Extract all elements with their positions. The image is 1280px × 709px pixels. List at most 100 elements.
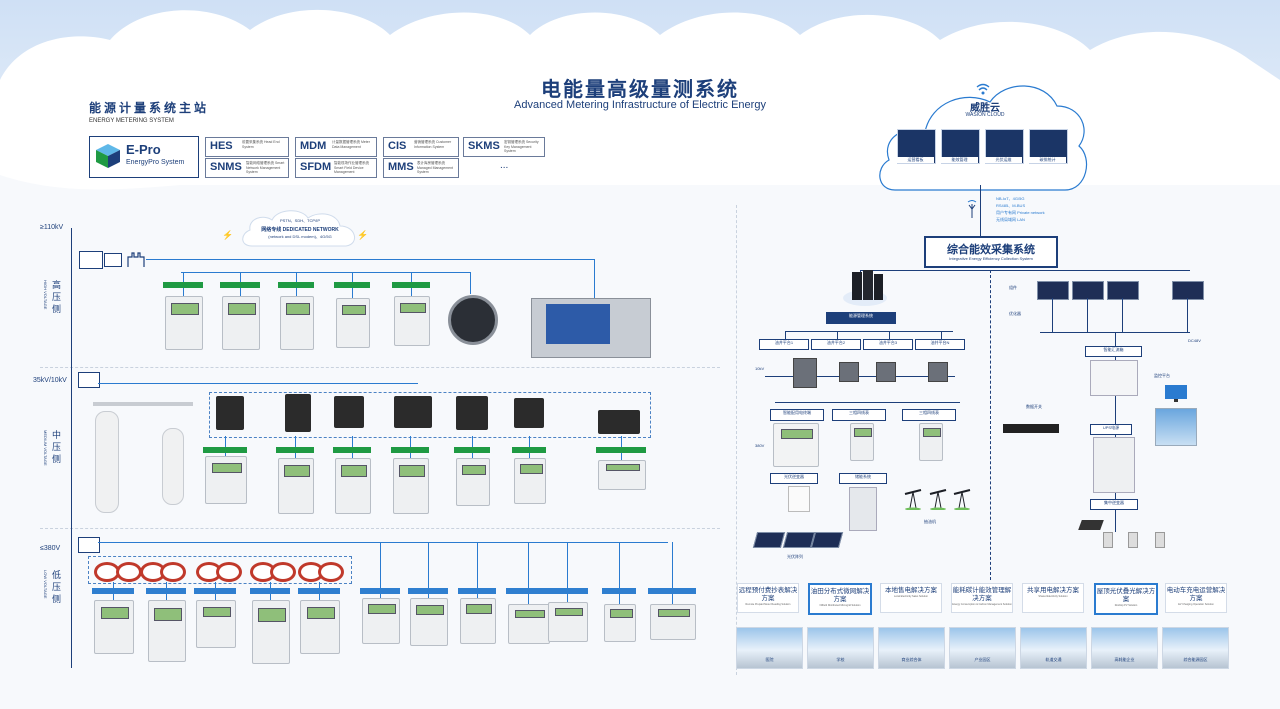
system-desc: 密钥管理系统 Security Key Management System [504, 140, 539, 153]
meter-tag [250, 588, 290, 594]
solar-panel [752, 532, 786, 548]
meter-box: 三相四线表 [902, 409, 956, 421]
network-cloud-shape [242, 210, 355, 247]
meter-screen [416, 604, 444, 615]
system-abbr: MDM [300, 140, 327, 152]
system-desc: 前置采集系统 Head End System [242, 140, 280, 149]
scene-label: 医院 [765, 657, 774, 662]
bus-line [1187, 298, 1188, 332]
scene-photo[interactable]: 轨道交通 [1020, 627, 1087, 669]
mv-meter [205, 456, 247, 504]
meter-tag [298, 588, 340, 594]
power-line-bar [93, 402, 193, 406]
system-cis: CIS 营销管理系统 Customer Information System [383, 137, 459, 157]
ct-icon [318, 562, 344, 582]
meter-tag [333, 447, 371, 453]
meter-tag [546, 588, 588, 594]
wasion-cloud-title: 威胜云 [970, 103, 1000, 114]
micro-inverter [1128, 532, 1138, 548]
system-desc: 智能网络管理系统 Smart Network Management System [246, 161, 285, 174]
scene-photo[interactable]: 学校 [807, 627, 874, 669]
mv-meter [598, 460, 646, 490]
platform-box: 油井平台N [915, 339, 965, 350]
ct-icon [116, 562, 142, 582]
scene-photo[interactable]: 综合能源园区 [1162, 627, 1229, 669]
section-label-low: 低压侧 [51, 570, 61, 606]
meter-tag [220, 282, 260, 288]
meter-tag [506, 588, 550, 594]
master-station-title: 能源计量系统主站 [89, 101, 210, 115]
solution-title: 屋顶光伏叠光解决方案 [1096, 588, 1156, 603]
meter-tag [163, 282, 203, 288]
lv-meter [548, 602, 588, 642]
ct-icon [216, 562, 242, 582]
section-label-medium: 中压侧 [51, 430, 61, 466]
solar-panel [1072, 281, 1104, 300]
solution-title: 油田分布式微网解决方案 [810, 588, 870, 603]
component-label: 组件 [1009, 285, 1017, 290]
platform-label: 油井平台2 [826, 340, 846, 345]
section-divider [40, 367, 720, 368]
bus-line [528, 542, 529, 604]
system-desc: 营销管理系统 Customer Information System [414, 140, 452, 149]
scene-photo[interactable]: 商业综合体 [878, 627, 945, 669]
solution-subtitle: Energy Consumption & Carbon Management S… [952, 603, 1012, 606]
meter-screen [258, 608, 286, 622]
meter-tag [454, 447, 490, 453]
meter-tag [408, 588, 448, 594]
ct-group [88, 556, 352, 584]
scene-photo[interactable]: 高耗能企业 [1091, 627, 1158, 669]
meter-tag [648, 588, 696, 594]
micro-inverter [1155, 532, 1165, 548]
voltage-level-high: ≥110kV [40, 224, 64, 231]
meter-tag [458, 588, 496, 594]
meter-screen [306, 607, 336, 619]
link-line [980, 185, 981, 237]
pole-mounted-meter [162, 428, 184, 505]
bus-line [225, 436, 226, 456]
pump-label: 抽油机 [924, 519, 936, 524]
transformer-icon [793, 358, 817, 388]
page-title: 电能量高级量测系统 [541, 79, 739, 101]
scene-photo[interactable]: 产业园区 [949, 627, 1016, 669]
transformer-icon [598, 410, 640, 434]
ups-box: UPS电源 [1090, 424, 1132, 435]
lv-meter [362, 598, 400, 644]
comm-protocol: NB-IoT、4G/5G [996, 196, 1025, 201]
substation-icon [126, 251, 146, 267]
section-label-medium-en: MEDIUM VOLTAGE [43, 430, 48, 466]
antenna-icon [967, 200, 977, 218]
meter-screen [399, 465, 425, 478]
inverter-label: 光伏逆变器 [784, 474, 804, 479]
meter-screen [341, 304, 367, 316]
meter-screen [228, 303, 256, 315]
section-divider [990, 270, 992, 580]
bus-line [470, 272, 471, 294]
solution-title: 电动车充电运营解决方案 [1166, 587, 1226, 602]
platform-label: 油井平台3 [878, 340, 898, 345]
scene-photo[interactable]: 医院 [736, 627, 803, 669]
hv-meter [280, 296, 314, 350]
modem-icon [104, 253, 122, 267]
voltage-level-low: ≤380V [40, 545, 61, 552]
switch-device [1003, 424, 1059, 433]
ct-icon [270, 562, 296, 582]
combiner-box: 智能汇流箱 [1085, 346, 1142, 357]
micro-inverter [1103, 532, 1113, 548]
combiner-device [1090, 360, 1138, 396]
solution-title: 能耗碳计能效管理解决方案 [952, 587, 1012, 602]
meter-label: 三相四线表 [849, 410, 869, 415]
section-divider [736, 205, 737, 675]
network-dedicated: 网络专线 DEDICATED NETWORK [261, 227, 339, 233]
monitor-icon [1165, 385, 1191, 403]
voltage-level-medium: 35kV/10kV [33, 377, 67, 384]
meter-box: 智能配用电终端 [770, 409, 824, 421]
hv-meter [165, 296, 203, 350]
